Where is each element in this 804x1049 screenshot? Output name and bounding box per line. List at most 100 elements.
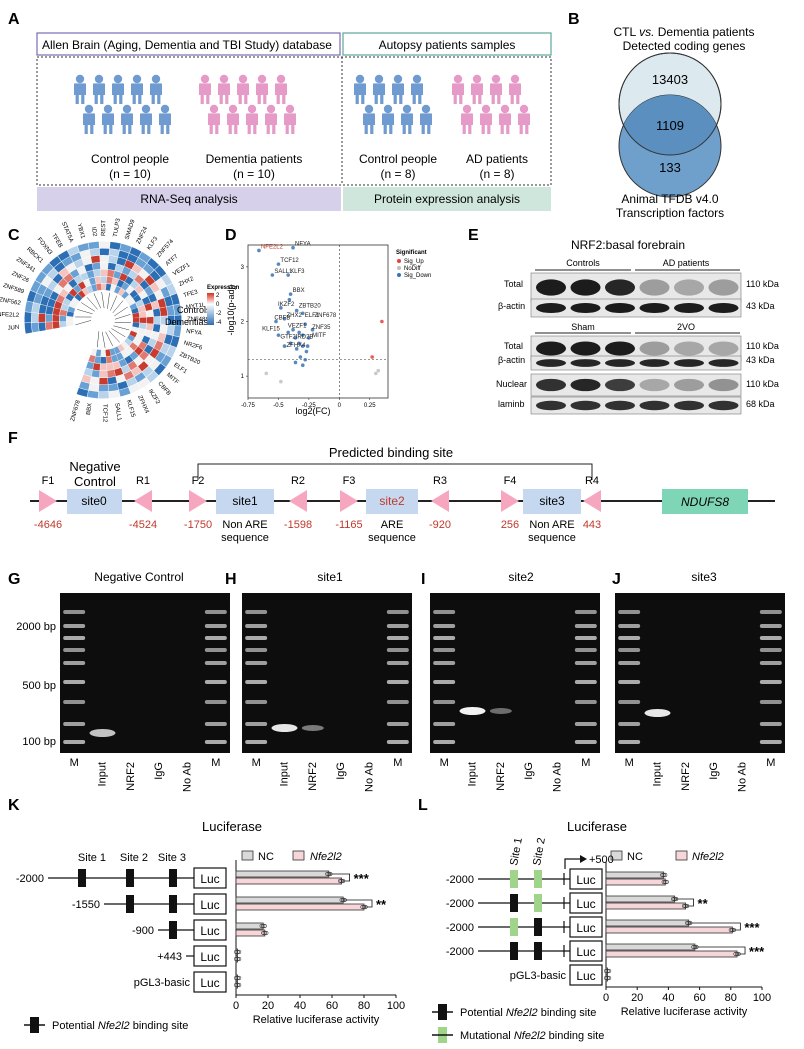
heatmap-cell (138, 269, 150, 280)
primer-label: R4 (585, 475, 599, 487)
volcano-point-nodiff (264, 371, 269, 376)
heatmap-cell (144, 329, 153, 338)
construct-label: pGL3-basic (510, 970, 567, 982)
heatmap-cell (113, 346, 121, 355)
luciferase-xlabel: Relative luciferase activity (621, 1006, 748, 1018)
bar-nc (605, 895, 676, 903)
gene-box (662, 489, 748, 514)
gel-lane-label: IgG (708, 762, 720, 780)
volcano-point-sig-down (304, 349, 309, 354)
heatmap-cell (106, 276, 113, 284)
significance-bracket (343, 899, 373, 908)
luciferase-xtick: 40 (294, 1000, 306, 1012)
primer-label: R3 (433, 475, 447, 487)
blot-band (674, 359, 704, 367)
volcano-point-label: GTF2IRD2B (280, 335, 313, 341)
gel-lane-label: IgG (153, 762, 165, 780)
ladder-band (204, 700, 227, 704)
luc-box (193, 867, 227, 889)
ladder-band (618, 722, 641, 726)
group-4-label: AD patients (466, 152, 528, 166)
volcano-point-label: ZFHX4 (287, 343, 307, 349)
ladder-band (618, 700, 641, 704)
gel-lane-label: No Ab (552, 762, 564, 792)
input-band (644, 709, 671, 717)
volcano-point-sig-up (380, 319, 384, 324)
heatmap-cell (163, 334, 173, 345)
replicate-dot (605, 968, 610, 974)
volcano-point-nodiff (374, 371, 378, 376)
heatmap-cell (52, 307, 61, 316)
volcano-legend-title: Significant (396, 250, 427, 256)
ladder-band (433, 648, 456, 652)
heatmap-cell (93, 269, 101, 277)
luc-box (569, 868, 603, 890)
panel-k-title: Luciferase (202, 819, 262, 834)
heatmap-cell (58, 267, 70, 278)
replicate-dot (663, 872, 668, 878)
heatmap-cell (59, 315, 67, 322)
volcano-point-label: ZNF678 (315, 313, 337, 319)
heatmap-cell (114, 367, 124, 377)
binding-site-icon (534, 942, 542, 960)
legend-up-marker (397, 259, 401, 263)
person-icon (411, 74, 423, 104)
heatmap-cell (65, 262, 77, 273)
bar-nfe2l2 (235, 929, 266, 937)
replicate-dot (234, 975, 239, 981)
input-band (271, 724, 298, 732)
gel-lane-label: M (766, 757, 775, 769)
person-icon (112, 74, 124, 104)
legend-up: Sig_Up (404, 259, 424, 265)
l-legend-nfe-swatch (675, 850, 688, 861)
person-icon (74, 74, 86, 104)
heatmap-cell (24, 312, 32, 323)
heatmap-cell (98, 384, 109, 392)
volcano-point-label: BBX (293, 288, 305, 294)
heatmap-cell (92, 262, 101, 270)
heatmap-cell (126, 253, 139, 264)
dendrogram-branch (112, 300, 124, 314)
heatmap-cell (43, 287, 53, 298)
heatmap-cell (129, 302, 138, 310)
volcano-point-sig-down (300, 333, 305, 337)
volcano-xtick: -0.75 (241, 403, 255, 409)
blot-band (536, 359, 566, 367)
significance-stars: *** (354, 871, 370, 886)
heatmap-cell (121, 282, 130, 291)
heatmap-cell (155, 278, 166, 290)
dendrogram-branch (75, 320, 92, 326)
person-icon (159, 104, 171, 134)
ladder-band (574, 636, 597, 640)
heatmap-cell (81, 374, 92, 384)
dendrogram-branch (86, 296, 98, 310)
heatmap-cell (100, 269, 108, 277)
heatmap-cell (147, 258, 160, 270)
heatmap-cell (144, 302, 153, 311)
primer-arrow (289, 490, 307, 512)
heatmap-cell (117, 380, 129, 390)
heatmap-cell (24, 322, 33, 334)
western-group-ad: AD patients (663, 258, 710, 268)
group-3-label: Control people (359, 152, 437, 166)
volcano-point-sig-down (279, 306, 283, 310)
heatmap-gene-label: TULP3 (113, 217, 122, 237)
volcano-point-label: MITF (312, 333, 326, 339)
heatmap-cell (41, 275, 52, 287)
heatmap-cell (53, 284, 63, 295)
colorbar-tick-4: -4 (216, 320, 222, 326)
k-site2-label: Site 2 (120, 852, 148, 864)
replicate-dot (264, 930, 269, 936)
volcano-point-label: ELF1 (305, 313, 320, 319)
gel-background (60, 593, 230, 753)
heatmap-cell (131, 366, 142, 377)
luc-box (193, 893, 227, 915)
heatmap-cell (121, 341, 129, 350)
heatmap-cell (111, 354, 119, 363)
mutant-site-icon (534, 870, 542, 888)
group-1-label: Control people (91, 152, 169, 166)
heatmap-cell (68, 278, 78, 288)
heatmap-gene-label: TCF12 (101, 404, 107, 423)
heatmap-gene-label: KLF3 (146, 235, 159, 251)
